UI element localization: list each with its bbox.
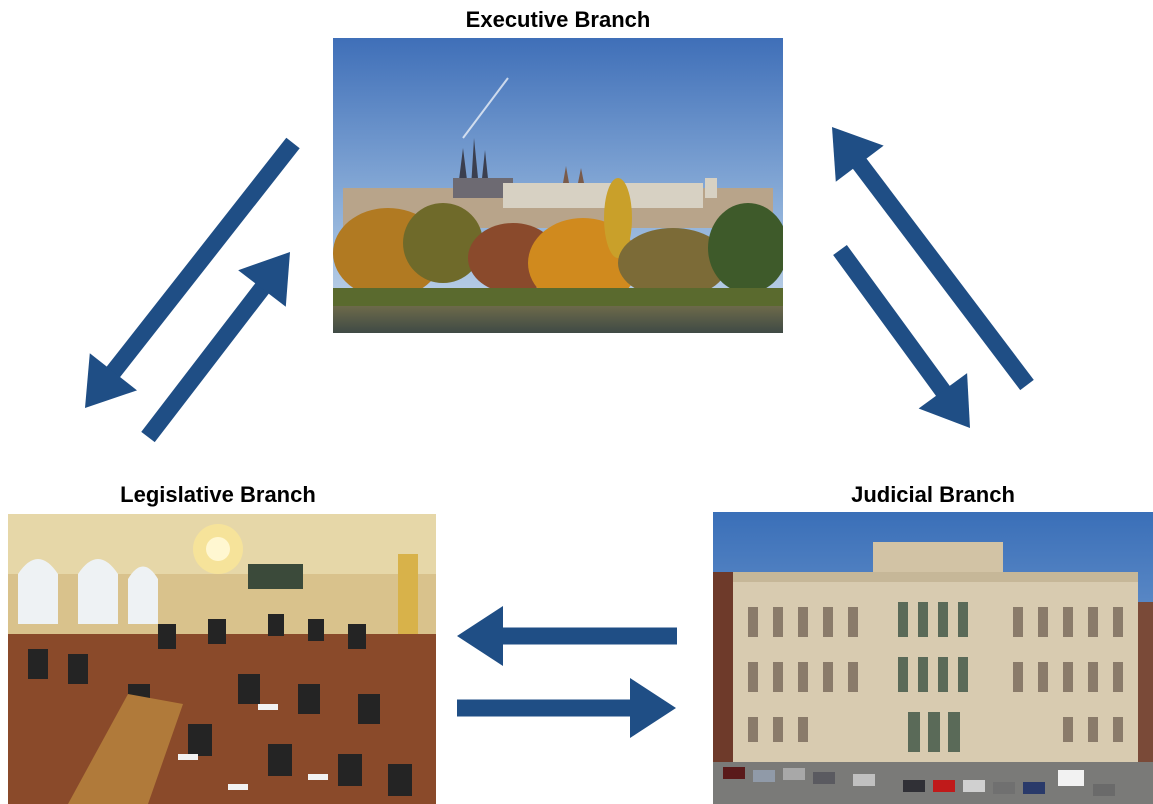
arrow-judicial-to-executive-shaft [851, 156, 1034, 391]
arrow-executive-to-legislative-shaft [105, 137, 300, 379]
judicial-branch-label: Judicial Branch [851, 482, 1015, 507]
arrow-legislative-to-judicial-head [630, 678, 676, 738]
legislative-branch-photo [8, 514, 436, 804]
arrow-legislative-to-executive-shaft [141, 281, 270, 443]
arrow-executive-to-legislative-head [85, 353, 138, 408]
arrow-judicial-to-executive-head [832, 127, 884, 182]
executive-branch-label: Executive Branch [465, 7, 651, 32]
legislative-branch-label: Legislative Branch [120, 482, 316, 507]
arrow-legislative-to-executive-head [238, 252, 290, 307]
arrow-executive-to-judicial-shaft [833, 244, 951, 398]
arrow-judicial-to-legislative-head [457, 606, 503, 666]
arrow-executive-to-judicial-head [918, 373, 970, 428]
executive-branch-photo [333, 38, 783, 333]
judicial-branch-photo [713, 512, 1153, 804]
